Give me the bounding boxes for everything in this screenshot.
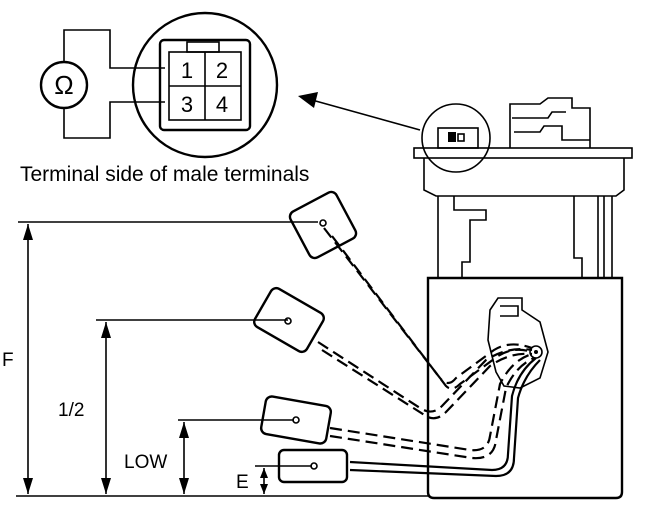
dim-full-arrow-bottom — [23, 478, 33, 494]
float-arm-full-inner — [331, 235, 533, 390]
float-full — [288, 190, 358, 260]
dimension-empty — [260, 468, 268, 494]
dimension-full — [23, 224, 33, 494]
pin-2-label: 2 — [216, 58, 228, 83]
magnifier-circle — [131, 11, 279, 159]
float-half-body — [253, 286, 325, 354]
float-arms — [317, 227, 541, 478]
dim-empty-arrow-top — [260, 468, 268, 478]
float-half-center — [284, 317, 292, 325]
unit-connector — [437, 127, 479, 149]
pin-1-label: 1 — [181, 58, 193, 83]
ohm-symbol: Ω — [54, 70, 73, 100]
unit-connector-highlight — [421, 103, 491, 173]
float-arm-full — [323, 227, 533, 385]
unit-flange — [413, 147, 633, 159]
float-arm-half — [317, 341, 533, 413]
ohmmeter: Ω — [39, 60, 89, 110]
outlet-pipe-detail — [512, 111, 566, 119]
float-arm-half-inner — [321, 349, 533, 420]
dimension-half — [101, 322, 111, 494]
float-low-body — [259, 395, 333, 445]
outlet-pipe-upper — [509, 97, 591, 148]
float-arm-low-inner — [329, 356, 535, 460]
float-arm-empty — [349, 357, 537, 472]
pointer-shaft — [311, 99, 421, 131]
lead-lower — [63, 101, 165, 139]
pointer-head — [298, 92, 318, 108]
unit-cap — [423, 158, 625, 197]
detail-pointer-arrow — [298, 92, 421, 131]
float-arm-pivot-center — [534, 350, 538, 354]
float-arm-empty-inner — [349, 359, 541, 478]
dim-half-arrow-bottom — [101, 478, 111, 494]
meter-leads — [63, 29, 165, 139]
connector-latch — [186, 41, 220, 53]
unit-connector-pin-2 — [457, 133, 465, 142]
body-inner-detail — [453, 196, 487, 278]
float-full-body — [288, 190, 358, 260]
label-empty: E — [236, 472, 249, 493]
connector-housing — [158, 38, 252, 132]
label-half: 1/2 — [58, 400, 84, 421]
unit-connector-pin — [448, 132, 456, 142]
dim-full-arrow-top — [23, 224, 33, 240]
pin-3-label: 3 — [181, 92, 193, 117]
dim-low-arrow-bottom — [179, 478, 189, 494]
body-right-detail — [573, 196, 583, 278]
dim-low-arrow-top — [179, 422, 189, 438]
outlet-pipe-lower — [514, 125, 590, 141]
float-half — [253, 286, 325, 354]
dim-half-arrow-top — [101, 322, 111, 338]
lead-upper — [63, 29, 165, 69]
connector-caption: Terminal side of male terminals — [20, 163, 309, 186]
reservoir-body — [426, 276, 624, 500]
label-full: F — [2, 350, 14, 371]
dim-empty-arrow-bottom — [260, 484, 268, 494]
connector-magnifier: 1 2 3 4 — [131, 11, 279, 159]
pin-4-label: 4 — [216, 92, 228, 117]
float-arm-low — [329, 352, 533, 452]
float-full-center — [319, 219, 327, 227]
reference-lines — [16, 221, 428, 497]
sender-bracket — [487, 297, 549, 389]
fuel-pump-unit — [413, 97, 633, 500]
label-low: LOW — [124, 452, 167, 473]
dimension-low — [179, 422, 189, 494]
sender-bracket-slot — [500, 305, 519, 317]
